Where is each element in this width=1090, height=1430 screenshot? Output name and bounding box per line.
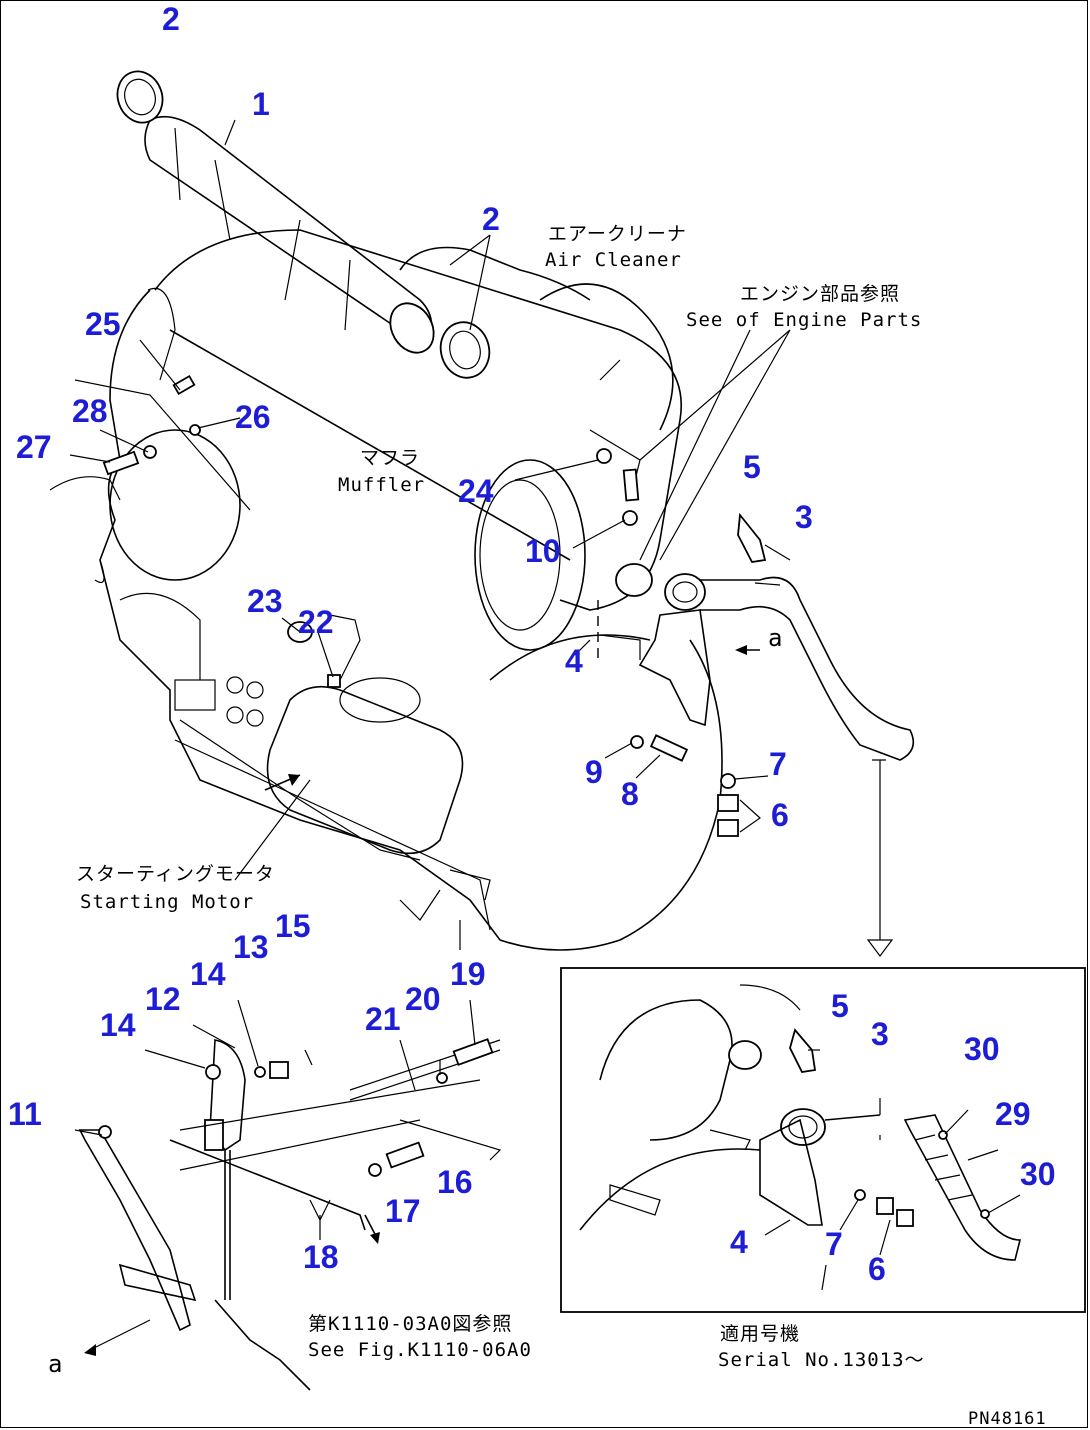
callout-27: 27	[16, 429, 52, 465]
callout-3: 3	[795, 499, 813, 535]
callout-6: 6	[771, 797, 789, 833]
callout-22: 22	[298, 604, 334, 640]
callout-15: 15	[275, 908, 311, 944]
callout-21: 21	[365, 1001, 401, 1037]
callout-12: 12	[145, 981, 181, 1017]
callout-9: 9	[585, 754, 603, 790]
inset-callout-5: 5	[831, 988, 849, 1024]
callout-26: 26	[235, 399, 271, 435]
inset-callout-6: 6	[868, 1251, 886, 1287]
callout-5: 5	[743, 449, 761, 485]
inset-callout-4: 4	[730, 1224, 748, 1260]
serial-label-jp: 適用号機	[720, 1323, 800, 1345]
callout-28: 28	[72, 393, 108, 429]
callout-1: 1	[252, 86, 270, 122]
callout-2-cleaner: 2	[482, 201, 500, 237]
air-cleaner-label-en: Air Cleaner	[545, 249, 682, 271]
starting-motor-label-jp: スターティングモータ	[76, 863, 275, 885]
callout-14-right: 14	[190, 956, 226, 992]
lower-linkage-drawing	[74, 999, 502, 1391]
callout-18: 18	[303, 1239, 339, 1275]
view-a-label-top: a	[768, 624, 783, 652]
callout-8: 8	[621, 776, 639, 812]
callout-10: 10	[525, 533, 561, 569]
inset-view	[560, 967, 1086, 1313]
serial-label-en: Serial No.13013～	[718, 1349, 925, 1371]
fig-ref-label-jp: 第K1110-03A0図参照	[308, 1313, 512, 1335]
callout-17: 17	[385, 1193, 421, 1229]
callout-20: 20	[405, 981, 441, 1017]
exhaust-pipe-drawing	[599, 512, 915, 837]
engine-parts-label-jp: エンジン部品参照	[740, 283, 900, 305]
callout-group-main: 2 1 2 3 4 5 6 7 8 9 10 11 12 13 14 14 15…	[8, 1, 813, 1275]
drawing-code: PN48161	[968, 1409, 1047, 1429]
fig-ref-label-en: See Fig.K1110-06A0	[308, 1339, 532, 1361]
leader-lines	[69, 119, 791, 950]
callout-16: 16	[437, 1164, 473, 1200]
starting-motor-label-en: Starting Motor	[80, 891, 254, 913]
callout-11: 11	[8, 1096, 42, 1132]
callout-23: 23	[247, 583, 283, 619]
engine-block-drawing	[99, 289, 723, 951]
view-arrow	[866, 759, 894, 957]
callout-2-top: 2	[162, 1, 180, 37]
view-a-label-bottom: a	[48, 1350, 63, 1378]
muffler-label-en: Muffler	[338, 474, 425, 496]
inset-callout-3: 3	[871, 1016, 889, 1052]
callout-14-left: 14	[100, 1007, 136, 1043]
air-cleaner-label-jp: エアークリーナ	[548, 223, 687, 245]
inset-callout-7: 7	[825, 1226, 843, 1262]
callout-4: 4	[565, 643, 583, 679]
callout-13: 13	[233, 929, 269, 965]
intake-hose-drawing	[116, 70, 491, 379]
engine-parts-label-en: See of Engine Parts	[686, 309, 922, 331]
callout-19: 19	[450, 956, 486, 992]
linkage-upper-left-drawing	[49, 287, 251, 584]
muffler-label-jp: マフラ	[360, 447, 420, 469]
callout-7: 7	[769, 746, 787, 782]
inset-callout-30-bottom: 30	[1020, 1156, 1056, 1192]
callout-group-inset: 3 4 5 6 7 29 30 30	[730, 988, 1056, 1287]
callout-24: 24	[458, 473, 494, 509]
inset-callout-29: 29	[995, 1096, 1031, 1132]
air-cleaner-muffler-drawing	[154, 229, 682, 660]
inset-callout-30-top: 30	[964, 1031, 1000, 1067]
callout-25: 25	[85, 306, 121, 342]
